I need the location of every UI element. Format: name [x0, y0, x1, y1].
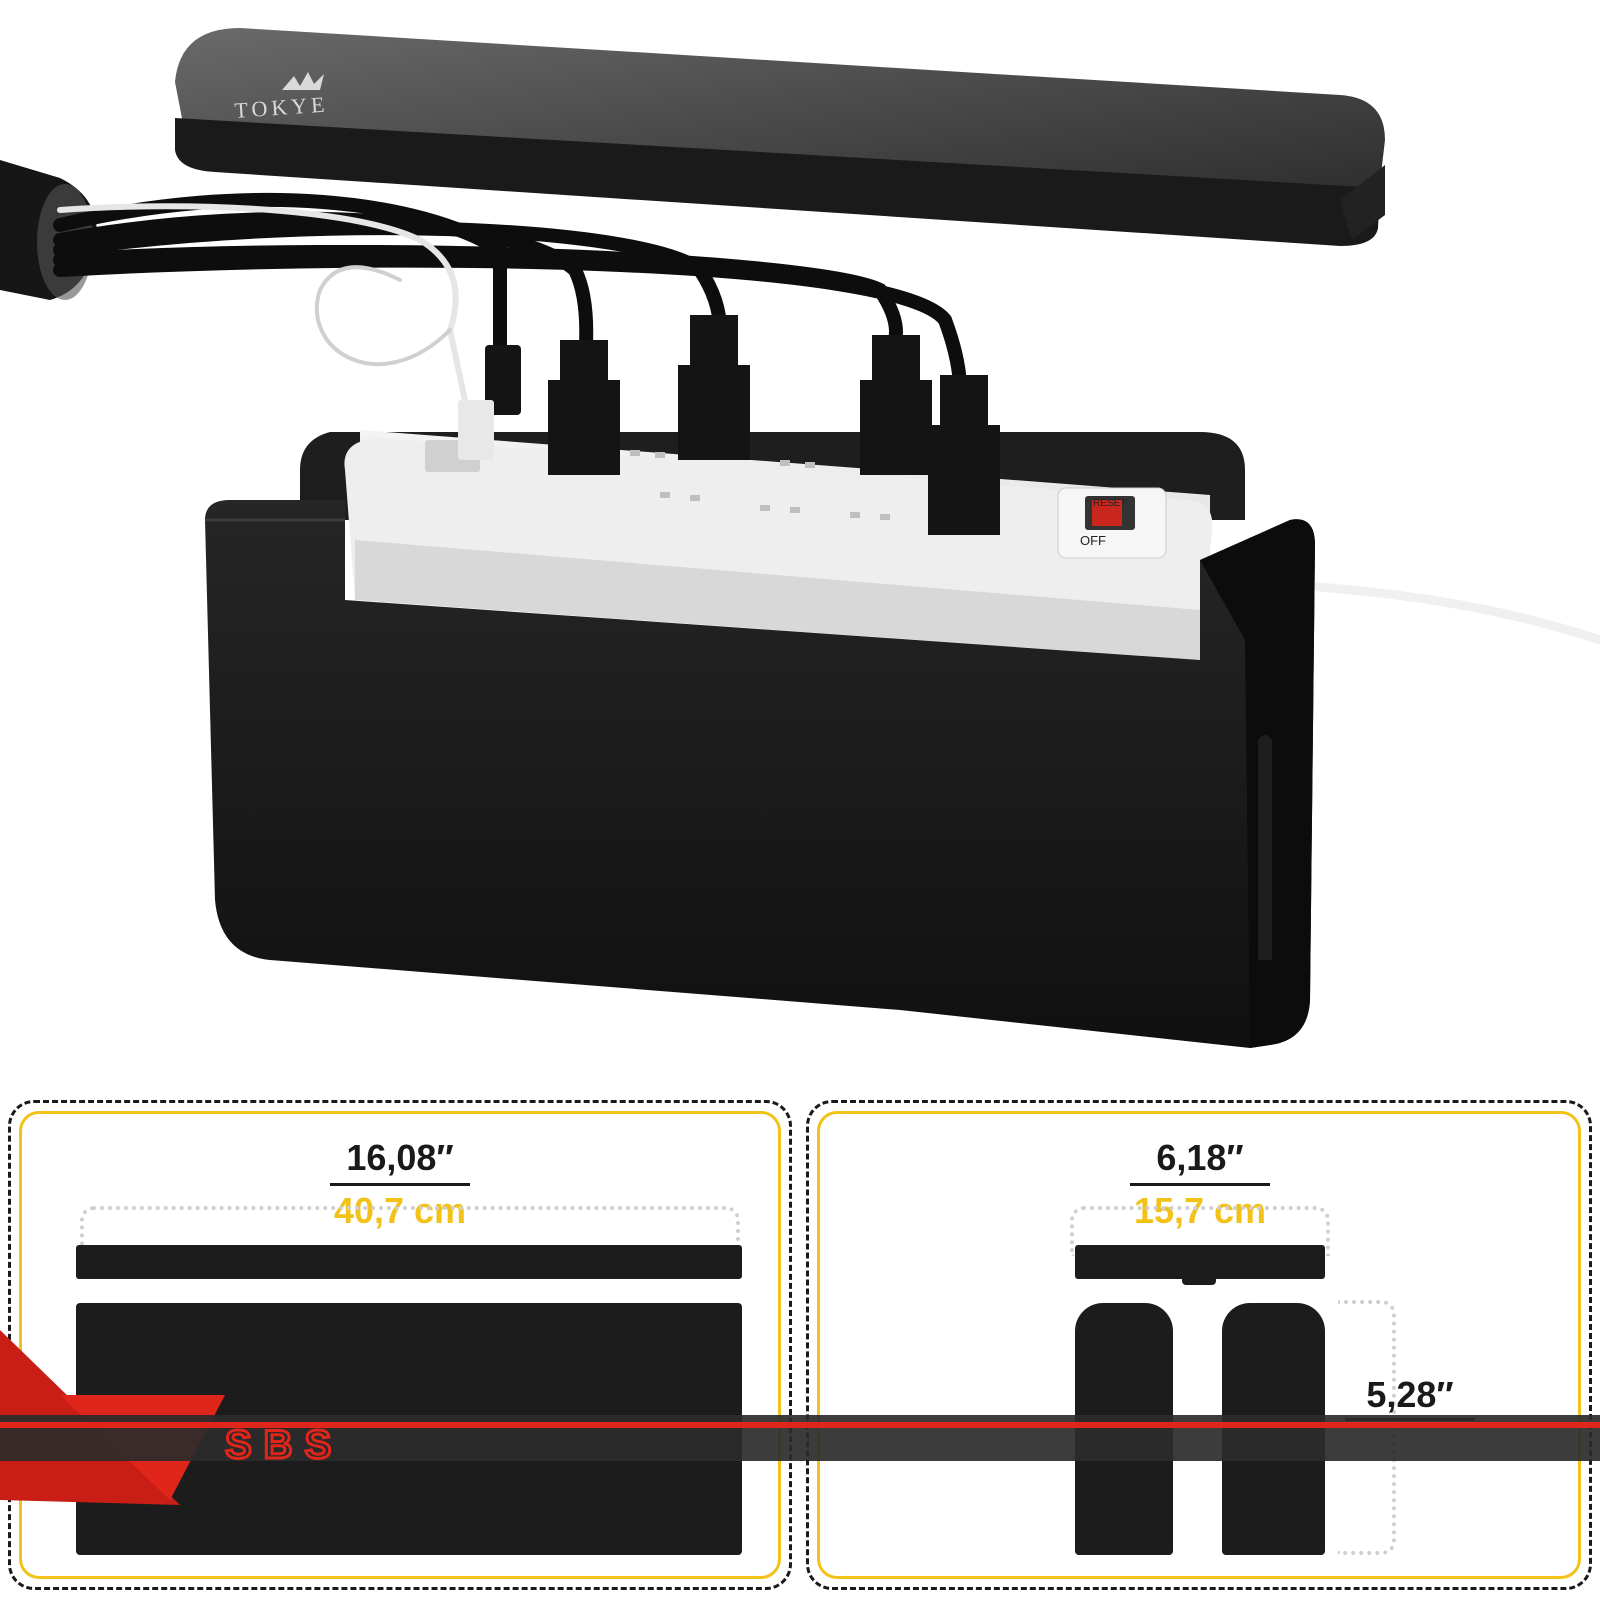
lid	[175, 28, 1385, 246]
length-inches-label: 16,08″	[346, 1137, 454, 1178]
lid-end-view	[1075, 1245, 1325, 1279]
lid-end-clip	[1182, 1275, 1216, 1285]
switch-off-label: OFF	[1080, 533, 1106, 548]
width-inches-label: 6,18″	[1156, 1137, 1244, 1178]
width-panel	[806, 1100, 1592, 1590]
plugs	[458, 315, 1000, 535]
cable-box	[205, 500, 1315, 1048]
box-end-view-left	[1075, 1303, 1173, 1555]
switch-top-label: RESET	[1093, 498, 1126, 509]
height-inches-label: 5,28″	[1366, 1374, 1454, 1415]
width-bracket	[1070, 1206, 1330, 1256]
length-cm-label: 40,7 cm	[333, 1190, 467, 1231]
box-end-view-right	[1222, 1303, 1325, 1555]
width-underline	[1130, 1183, 1270, 1186]
logo-antler-icon	[282, 72, 324, 90]
height-bracket	[1338, 1300, 1396, 1555]
height-underline	[1345, 1418, 1475, 1421]
outlet-grid	[630, 450, 890, 520]
box-side-view	[76, 1303, 742, 1555]
lid-side-view	[76, 1245, 742, 1279]
product-photo: TOKYE RESET OFF	[0, 28, 1600, 1048]
length-underline	[330, 1183, 470, 1186]
length-bracket	[80, 1206, 740, 1256]
width-cm-label: 15,7 cm	[1133, 1190, 1267, 1231]
reset-switch	[1057, 487, 1167, 559]
